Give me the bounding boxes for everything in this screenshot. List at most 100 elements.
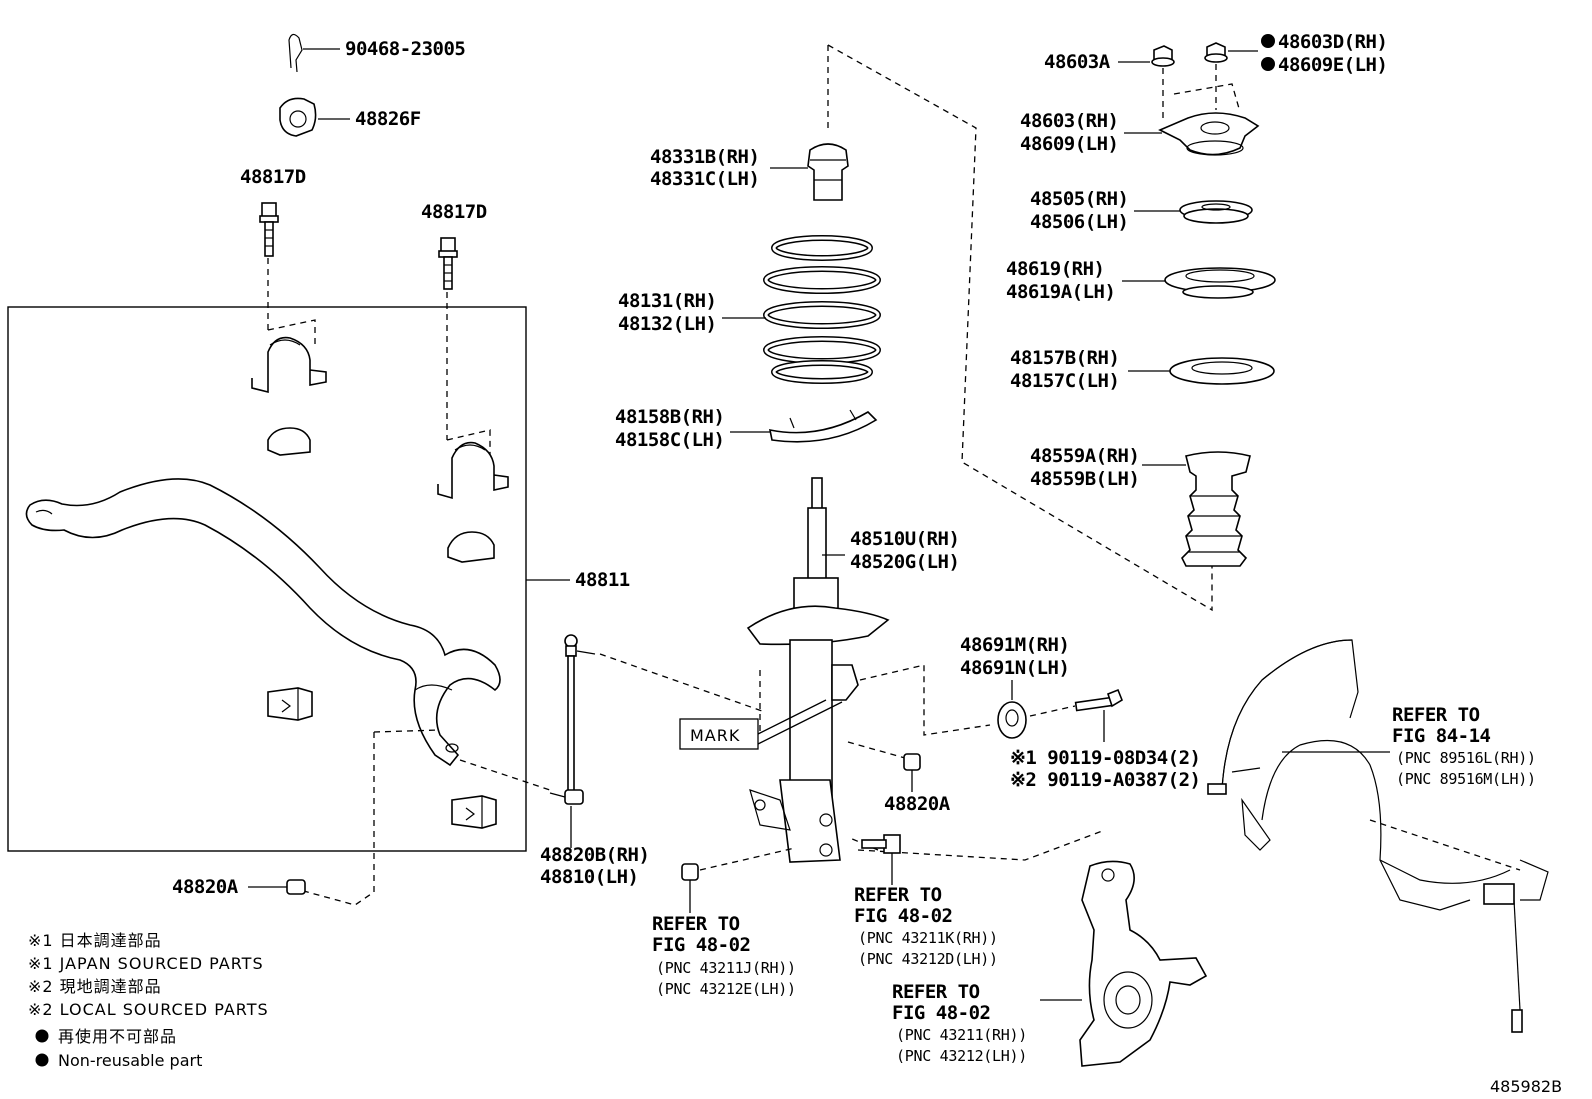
label-48609E: 48609E(LH) [1278,54,1387,76]
stabilizer-bushing-1[interactable] [267,427,311,456]
label-48811: 48811 [575,569,630,591]
label-bolt-1: ※1 90119-08D34(2) [1010,747,1200,769]
stabilizer-retainer-2[interactable] [451,795,497,829]
svg-text:REFER TO: REFER TO [1392,704,1480,726]
stabilizer-bracket-1[interactable] [251,319,327,394]
legend-line-6: Non-reusable part [58,1051,202,1070]
legend-dot-2 [35,1053,49,1067]
clip-90468[interactable] [288,33,340,73]
label-48506: 48506(LH) [1030,211,1128,233]
nut-48603A[interactable] [1118,45,1175,67]
svg-text:(PNC 43211K(RH)): (PNC 43211K(RH)) [858,929,998,947]
stabilizer-retainer-1[interactable] [267,687,313,721]
strut-bolt[interactable] [861,834,901,885]
nut-48603D[interactable] [1204,42,1258,63]
svg-text:FIG 48-02: FIG 48-02 [854,905,952,927]
svg-text:FIG 84-14: FIG 84-14 [1392,725,1491,747]
label-90468: 90468-23005 [345,38,465,60]
label-48331B: 48331B(RH) [650,146,759,168]
nut-48820A-left[interactable] [248,879,306,895]
bump-stop-48331B[interactable] [770,143,849,201]
part-48826F[interactable] [279,97,350,137]
svg-text:(PNC 89516M(LH)): (PNC 89516M(LH)) [1396,770,1536,788]
mark-label: MARK [690,726,740,745]
shock-absorber-48510U[interactable] [746,477,890,863]
legend-line-1: ※1 日本調達部品 [28,931,162,950]
label-48505: 48505(RH) [1030,188,1128,210]
non-reusable-dot-48609E [1261,57,1275,71]
label-48603A: 48603A [1044,51,1111,73]
svg-text:REFER TO: REFER TO [652,913,740,935]
spring-insulator-48158B[interactable] [730,409,878,443]
svg-text:FIG 48-02: FIG 48-02 [892,1002,990,1024]
label-48158B: 48158B(RH) [615,406,724,428]
svg-text:REFER TO: REFER TO [892,981,980,1003]
label-48691M: 48691M(RH) [960,634,1069,656]
stabilizer-group-box [7,306,527,852]
stabilizer-bar-48811[interactable] [25,478,501,767]
legend-line-4: ※2 LOCAL SOURCED PARTS [28,1000,269,1019]
legend-line-2: ※1 JAPAN SOURCED PARTS [28,954,264,973]
svg-text:(PNC 43211(RH)): (PNC 43211(RH)) [896,1026,1027,1044]
nut-48820A-right[interactable] [903,753,921,792]
stabilizer-bushing-2[interactable] [447,531,495,563]
abs-speed-sensor-wire[interactable] [1207,639,1549,1033]
legend-line-3: ※2 現地調達部品 [28,977,162,996]
reference-48-02-a[interactable]: REFER TO FIG 48-02 (PNC 43211J(RH)) (PNC… [652,913,796,998]
label-48820B: 48820B(RH) [540,844,649,866]
label-48691N: 48691N(LH) [960,657,1069,679]
label-48158C: 48158C(LH) [615,429,724,451]
strut-mount-48603[interactable] [1124,112,1260,156]
bolt-48817D-2[interactable] [438,237,458,290]
label-48619A: 48619A(LH) [1006,281,1115,303]
reference-48-02-b[interactable]: REFER TO FIG 48-02 (PNC 43211K(RH)) (PNC… [854,884,998,968]
label-48157B: 48157B(RH) [1010,347,1119,369]
svg-text:(PNC 43212D(LH)): (PNC 43212D(LH)) [858,950,998,968]
bolt-90119[interactable] [1074,688,1123,742]
dust-boot-48559A[interactable] [1142,451,1251,567]
label-48520G: 48520G(LH) [850,551,959,573]
cam-plate-48691M[interactable] [997,701,1027,739]
label-48603: 48603(RH) [1020,110,1118,132]
svg-text:(PNC 89516L(RH)): (PNC 89516L(RH)) [1396,749,1536,767]
svg-text:(PNC 43212(LH)): (PNC 43212(LH)) [896,1047,1027,1065]
label-48820A-left: 48820A [172,876,239,898]
label-48510U: 48510U(RH) [850,528,959,550]
label-48817D-2: 48817D [421,201,487,223]
label-48559A: 48559A(RH) [1030,445,1139,467]
svg-text:(PNC 43212E(LH)): (PNC 43212E(LH)) [656,980,796,998]
label-48619: 48619(RH) [1006,258,1104,280]
strut-nut[interactable] [681,863,699,913]
bolt-48817D-1[interactable] [259,202,279,257]
non-reusable-dot-48603D [1261,34,1275,48]
label-48810: 48810(LH) [540,866,638,888]
label-48157C: 48157C(LH) [1010,370,1119,392]
svg-text:REFER TO: REFER TO [854,884,942,906]
label-bolt-2: ※2 90119-A0387(2) [1010,769,1200,791]
steering-knuckle[interactable] [1040,860,1208,1067]
spring-seat-48619[interactable] [1122,267,1276,299]
label-48820A-right: 48820A [884,793,951,815]
stabilizer-link-48820B[interactable] [549,634,596,848]
stabilizer-bracket-2[interactable] [437,429,509,500]
svg-text:(PNC 43211J(RH)): (PNC 43211J(RH)) [656,959,796,977]
coil-spring-48131[interactable] [722,235,881,384]
bearing-48505[interactable] [1134,200,1253,224]
reference-48-02-c[interactable]: REFER TO FIG 48-02 (PNC 43211(RH)) (PNC … [892,981,1027,1065]
legend: ※1 日本調達部品 ※1 JAPAN SOURCED PARTS ※2 現地調達… [28,931,269,1070]
spring-insulator-48157B[interactable] [1128,357,1275,385]
label-48603D: 48603D(RH) [1278,31,1387,53]
label-48132: 48132(LH) [618,313,716,335]
label-48331C: 48331C(LH) [650,168,759,190]
label-48826F-a: 48826F [355,108,421,130]
legend-line-5: 再使用不可部品 [58,1027,177,1046]
label-48609: 48609(LH) [1020,133,1118,155]
reference-84-14[interactable]: REFER TO FIG 84-14 (PNC 89516L(RH)) (PNC… [1392,704,1536,788]
legend-dot-1 [35,1029,49,1043]
label-48131: 48131(RH) [618,290,716,312]
label-48817D-1: 48817D [240,166,306,188]
svg-text:FIG 48-02: FIG 48-02 [652,934,750,956]
diagram-id: 485982B [1490,1077,1562,1096]
label-48559B: 48559B(LH) [1030,468,1139,490]
mark-callout-box [679,718,759,750]
